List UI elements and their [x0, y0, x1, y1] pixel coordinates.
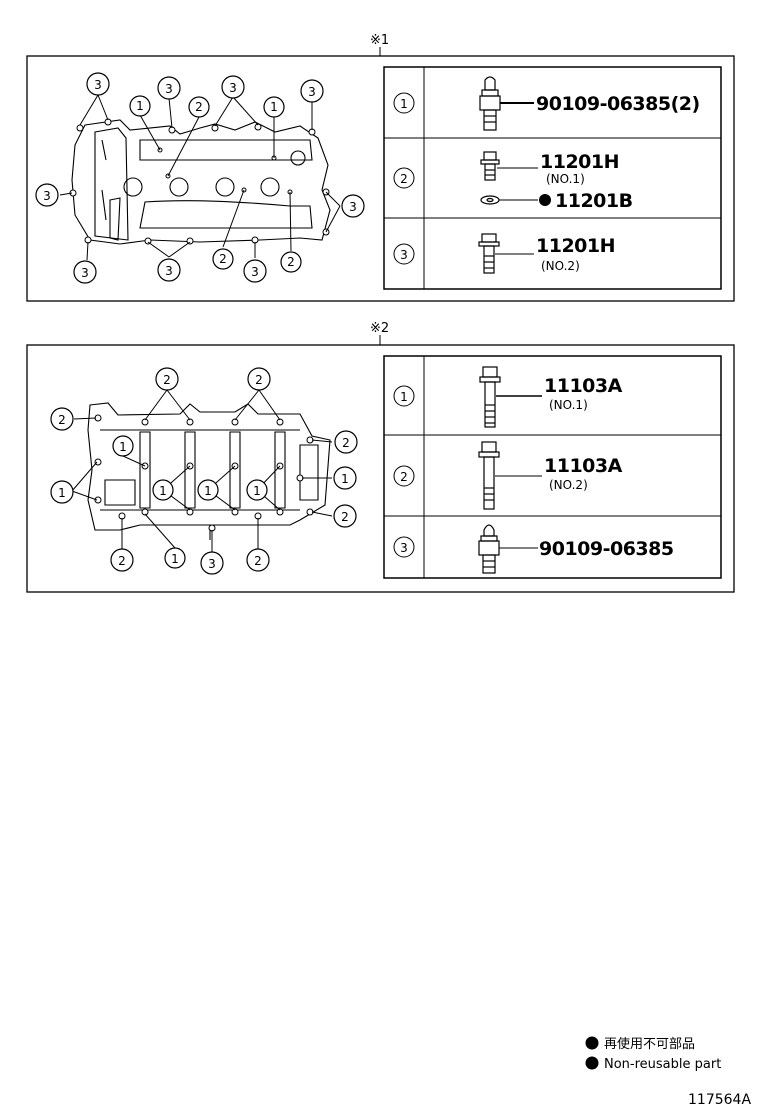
- s1-callout-2a: 2: [195, 100, 203, 114]
- nonreusable-mark-icon: [539, 194, 551, 206]
- s2-row2-ref: 2: [400, 470, 408, 484]
- s1-callout-1b: 1: [270, 100, 278, 114]
- s1-row3-part-sub: (NO.2): [541, 259, 580, 273]
- bolt-icon: [478, 233, 500, 274]
- s2-callout-3a: 3: [208, 557, 216, 571]
- section1-frame: [26, 55, 735, 302]
- s1-callout-3f: 3: [349, 200, 357, 214]
- s2-row1-part-sub: (NO.1): [549, 398, 588, 412]
- s1-callout-1a: 1: [136, 99, 144, 113]
- s2-row3-part: 90109-06385: [539, 538, 674, 560]
- section2-parts-table: 1 11103A (NO.1) 2 11103A (NO.2) 3: [383, 355, 722, 579]
- s1-callout-3a: 3: [94, 78, 102, 92]
- s2-row1-ref: 1: [400, 390, 408, 404]
- s1-row1-part: 90109-06385(2): [536, 93, 700, 115]
- s1-row2-ref: 2: [400, 172, 408, 186]
- legend-english: Non-reusable part: [604, 1057, 721, 1072]
- stud-bolt-icon: [478, 524, 500, 574]
- s1-callout-3d: 3: [308, 85, 316, 99]
- section1-mark: ※1: [370, 33, 389, 48]
- s2-row3-ref: 3: [400, 541, 408, 555]
- legend-japanese: 再使用不可部品: [604, 1036, 695, 1052]
- s1-callout-3h: 3: [165, 264, 173, 278]
- s2-callout-2d: 2: [342, 436, 350, 450]
- section1-parts-table: 1 90109-06385(2) 2 11201H (NO.1) 11201B: [383, 66, 722, 290]
- s2-callout-2e: 2: [341, 510, 349, 524]
- head-bolt-long-icon: [478, 441, 500, 510]
- s1-callout-3c: 3: [229, 81, 237, 95]
- s1-row3-ref: 3: [400, 248, 408, 262]
- s1-callout-3e: 3: [43, 189, 51, 203]
- washer-icon: [480, 195, 500, 205]
- legend-dot-icon: [585, 1056, 599, 1070]
- cylinder-head-drawing: [87, 402, 331, 540]
- figure-number: 117564A: [688, 1092, 751, 1108]
- s1-row3-part: 11201H: [536, 235, 615, 257]
- head-bolt-icon: [479, 366, 501, 428]
- section2-callouts: 2 2 2 1 1 1 1 1 2 1 2 2 1 3 2: [50, 367, 358, 575]
- s1-callout-3g: 3: [81, 266, 89, 280]
- s2-callout-1f: 1: [341, 472, 349, 486]
- section2-frame: [26, 344, 735, 593]
- s1-callout-2c: 2: [287, 255, 295, 269]
- s1-row2-part1: 11201H: [540, 151, 619, 173]
- s1-row1-ref: 1: [400, 97, 408, 111]
- section1-callouts: 3 1 3 2 3 1 3 3 3 3 3 2 3 2: [35, 72, 365, 284]
- s2-callout-1a: 1: [119, 440, 127, 454]
- section2-bolt-holes: [94, 414, 314, 532]
- s2-row2-part: 11103A: [544, 455, 623, 477]
- s2-callout-2b: 2: [255, 373, 263, 387]
- s1-callout-2b: 2: [219, 252, 227, 266]
- cylinder-head-cover-drawing: [71, 119, 331, 245]
- s2-callout-1g: 1: [171, 552, 179, 566]
- s1-callout-3b: 3: [165, 82, 173, 96]
- legend-dot-icon: [585, 1036, 599, 1050]
- s2-callout-1b: 1: [58, 486, 66, 500]
- bolt-icon: [480, 151, 500, 181]
- section2-mark: ※2: [370, 321, 389, 336]
- s2-callout-2c: 2: [58, 413, 66, 427]
- s2-row1-part: 11103A: [544, 375, 623, 397]
- s2-callout-2a: 2: [163, 373, 171, 387]
- s2-callout-2g: 2: [254, 554, 262, 568]
- s2-callout-1c: 1: [159, 484, 167, 498]
- s1-row2-part1-sub: (NO.1): [546, 172, 585, 186]
- s2-callout-1d: 1: [204, 484, 212, 498]
- s2-callout-1e: 1: [253, 484, 261, 498]
- legend: 再使用不可部品 Non-reusable part: [585, 1036, 721, 1072]
- s1-row2-part2: 11201B: [555, 190, 633, 212]
- s2-row2-part-sub: (NO.2): [549, 478, 588, 492]
- s2-callout-2f: 2: [118, 554, 126, 568]
- stud-bolt-icon: [479, 76, 501, 131]
- s1-callout-3i: 3: [251, 265, 259, 279]
